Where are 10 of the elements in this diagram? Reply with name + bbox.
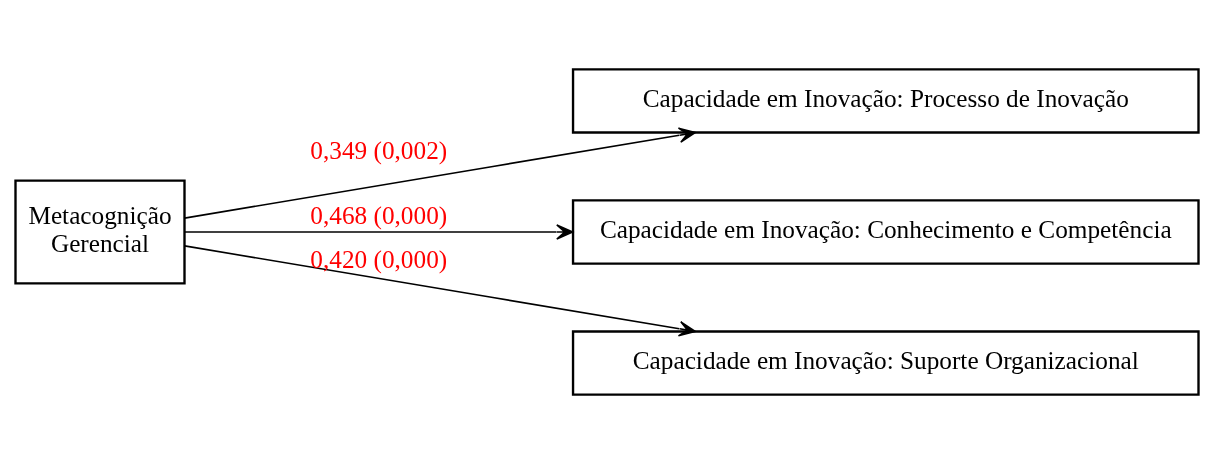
arrow [183, 223, 574, 240]
node-box: Capacidade em Inovação: Conhecimento e Competência [571, 198, 1200, 265]
node-box: Capacidade em Inovação: Suporte Organizacional [571, 329, 1200, 396]
arrow [183, 244, 696, 337]
edge-label: 0,349 (0,002) [310, 135, 448, 164]
node-box: Capacidade em Inovação: Processo de Inovação [571, 67, 1200, 134]
edge-label: 0,468 (0,000) [310, 200, 448, 229]
arrow [183, 126, 696, 219]
edge-label: 0,420 (0,000) [310, 244, 448, 273]
node-box: Metacognição Gerencial [14, 179, 186, 284]
